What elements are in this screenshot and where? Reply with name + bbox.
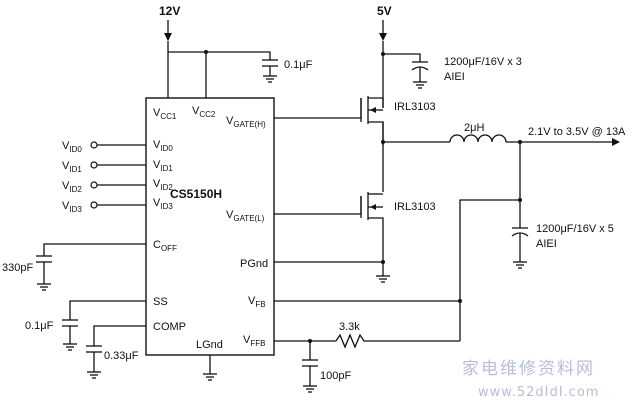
ic-name: CS5150H xyxy=(170,187,222,201)
lgnd-net xyxy=(203,355,217,381)
q-low-label: IRL3103 xyxy=(394,201,436,213)
capacitor-coff: 330pF xyxy=(2,243,146,291)
c-out-mfr: AIEI xyxy=(536,238,557,250)
q-high-label: IRL3103 xyxy=(394,101,436,113)
pin-vid2-label: VID2 xyxy=(153,178,173,192)
pin-vcc2-label: VCC2 xyxy=(192,105,216,119)
output-spec: 2.1V to 3.5V @ 13A xyxy=(528,126,626,138)
pin-lgnd-label: LGnd xyxy=(196,339,223,351)
c-off-value: 330pF xyxy=(2,262,33,274)
capacitor-ss: 0.1μF xyxy=(25,300,146,351)
feedback-vfb xyxy=(274,198,522,341)
capacitor-output-bank: 1200μF/16V x 5 AIEI xyxy=(511,223,614,269)
rail-5v: 5V xyxy=(377,4,421,108)
svg-text:5V: 5V xyxy=(377,4,392,18)
pin-vcc1-label: VCC1 xyxy=(153,107,177,121)
c-in-mfr: AIEI xyxy=(444,71,465,83)
c-top-value: 0.1μF xyxy=(284,59,313,71)
watermark-title: 家电维修资料网 xyxy=(462,359,595,379)
pin-vid0-label: VID0 xyxy=(153,139,173,153)
pin-vgate-l-label: VGATE(L) xyxy=(226,209,265,223)
ic-body xyxy=(145,97,275,356)
vid-inputs: VID0 VID1 VID2 VID3 xyxy=(62,140,146,214)
svg-text:VID0: VID0 xyxy=(62,140,82,154)
vffb-net xyxy=(274,339,460,343)
capacitor-100pF: 100pF xyxy=(302,341,351,393)
svg-text:VID2: VID2 xyxy=(62,180,82,194)
resistor-3.3k: 3.3k xyxy=(335,321,366,349)
r-ffb-value: 3.3k xyxy=(339,321,360,333)
pin-vid1-label: VID1 xyxy=(153,159,173,173)
pin-ss-label: SS xyxy=(153,296,168,308)
pin-comp-label: COMP xyxy=(153,321,186,333)
pin-vffb-label: VFFB xyxy=(243,334,265,348)
svg-text:12V: 12V xyxy=(159,4,180,18)
pgnd-net xyxy=(274,260,390,283)
capacitor-input-bank: 1200μF/16V x 3 AIEI xyxy=(411,56,522,89)
c-ss-value: 0.1μF xyxy=(25,320,54,332)
capacitor-comp: 0.33μF xyxy=(86,325,146,379)
svg-text:VID1: VID1 xyxy=(62,160,82,174)
output-node: 2.1V to 3.5V @ 13A xyxy=(506,126,626,228)
rail-12v: 12V xyxy=(159,4,271,98)
mosfet-low-side: IRL3103 xyxy=(274,192,436,262)
switch-node xyxy=(381,122,450,192)
pin-vid3-label: VID3 xyxy=(153,197,173,211)
capacitor-0.1uF-top: 0.1μF xyxy=(262,59,313,83)
c-ffb-value: 100pF xyxy=(320,370,351,382)
c-comp-value: 0.33μF xyxy=(104,350,139,362)
inductor-value: 2μH xyxy=(464,122,484,134)
c-out-value: 1200μF/16V x 5 xyxy=(536,223,614,235)
pin-pgnd-label: PGnd xyxy=(240,258,268,270)
c-in-value: 1200μF/16V x 3 xyxy=(444,56,522,68)
pin-coff-label: COFF xyxy=(153,239,177,253)
pin-vfb-label: VFB xyxy=(248,295,266,309)
inductor-2uH: 2μH xyxy=(449,122,507,143)
pin-vgate-h-label: VGATE(H) xyxy=(226,115,266,129)
mosfet-high-side: IRL3103 xyxy=(274,96,436,145)
watermark-url: www.52dIdI.com xyxy=(478,385,599,400)
svg-text:VID3: VID3 xyxy=(62,200,82,214)
